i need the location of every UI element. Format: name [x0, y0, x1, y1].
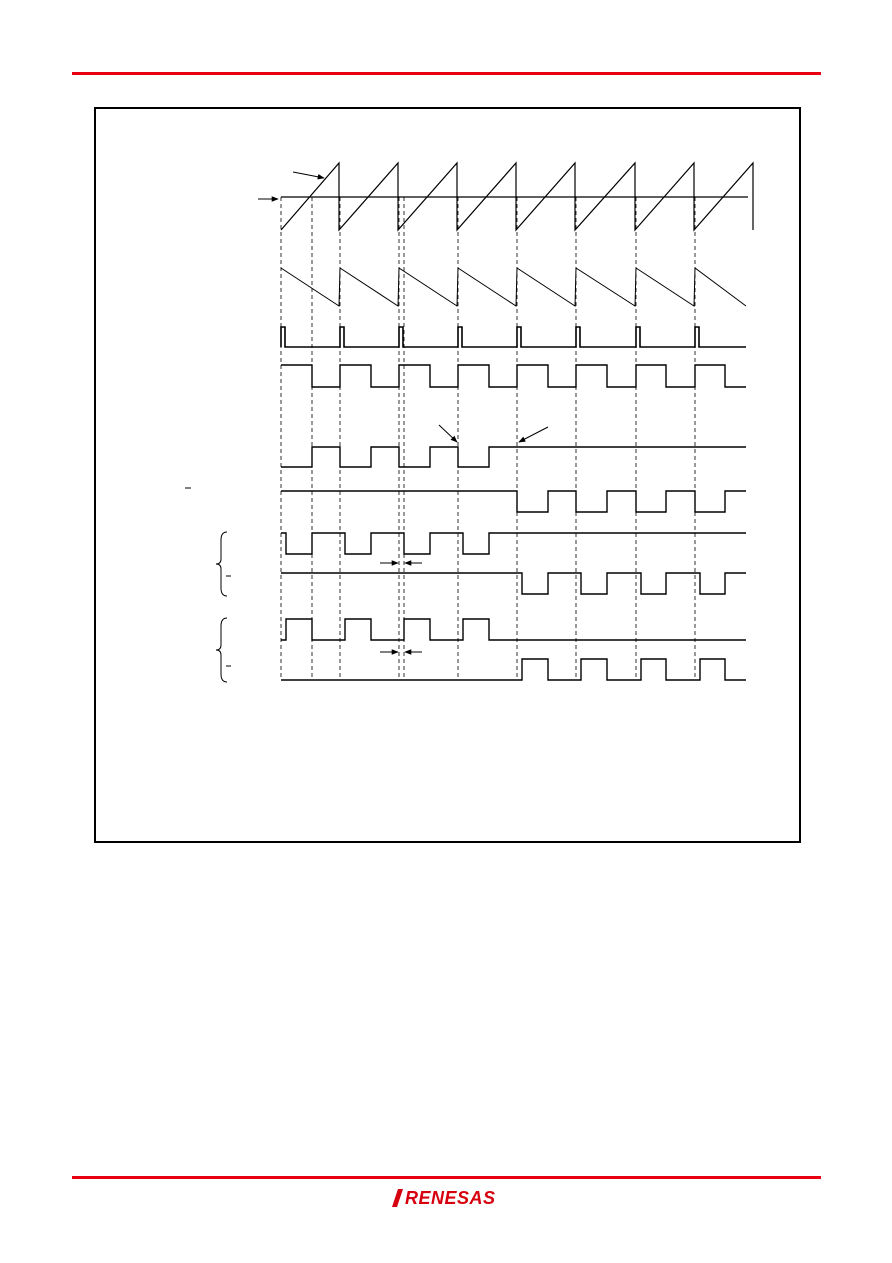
- annotation-arrows: [185, 171, 549, 683]
- comparator-output-wave: [281, 364, 746, 388]
- drive-2-lower-wave: [281, 658, 746, 681]
- figure-frame: [94, 107, 801, 843]
- logo-text: RENESAS: [405, 1188, 496, 1208]
- sawtooth-carrier-wave: [280, 161, 754, 232]
- gated-output-a-wave: [281, 446, 746, 468]
- gate-off-pointer-arrow: [438, 424, 458, 443]
- falling-ramp-wave: [280, 267, 747, 307]
- drive-1-upper-wave: [281, 532, 746, 555]
- carrier-pointer-arrow: [292, 171, 325, 180]
- renesas-logo: RENESAS: [391, 1187, 495, 1209]
- drive-1-lower-wave: [281, 572, 746, 595]
- drive-group-1-brace: [215, 531, 228, 597]
- logo-mark-icon: [392, 1189, 403, 1207]
- drive-2-upper-wave: [281, 618, 746, 641]
- gate-on-pointer-arrow: [518, 426, 549, 443]
- footer-rule: [72, 1176, 821, 1179]
- header-rule: [72, 72, 821, 75]
- drive-group-2-brace: [215, 617, 228, 683]
- reset-pulse-train: [280, 326, 746, 348]
- waveforms: [280, 161, 754, 681]
- gated-output-b-wave: [281, 490, 746, 513]
